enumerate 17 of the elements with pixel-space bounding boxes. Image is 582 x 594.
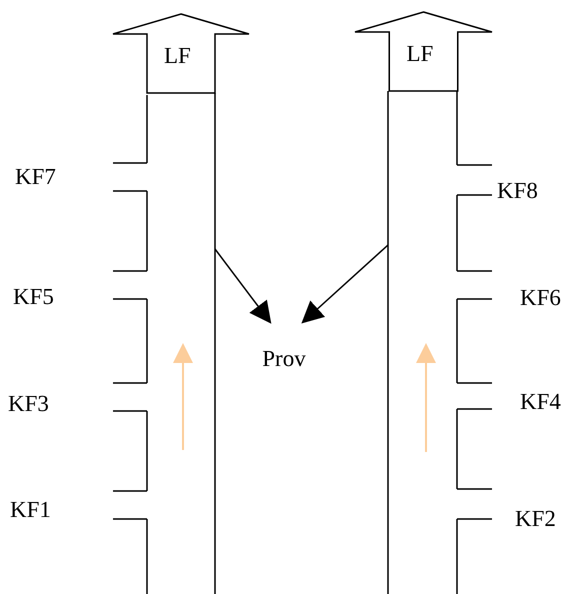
port-label: KF1 bbox=[10, 497, 51, 523]
port-label: KF6 bbox=[520, 285, 561, 311]
node-label: Prov bbox=[250, 322, 318, 374]
channel-drawing bbox=[388, 91, 492, 594]
port-label: KF3 bbox=[8, 391, 49, 417]
block-arrow bbox=[113, 13, 249, 94]
channel-drawing bbox=[113, 93, 215, 594]
arrow bbox=[214, 248, 272, 324]
port-label: KF8 bbox=[497, 178, 538, 204]
arrow-label: LF bbox=[164, 43, 191, 69]
arrow bbox=[301, 244, 388, 324]
arrow-label: LF bbox=[406, 41, 434, 67]
port-label: KF5 bbox=[13, 284, 54, 310]
block-arrow bbox=[355, 11, 492, 92]
port-label: KF2 bbox=[515, 506, 556, 532]
port-label: KF4 bbox=[520, 389, 561, 415]
port-label: KF7 bbox=[15, 164, 56, 190]
